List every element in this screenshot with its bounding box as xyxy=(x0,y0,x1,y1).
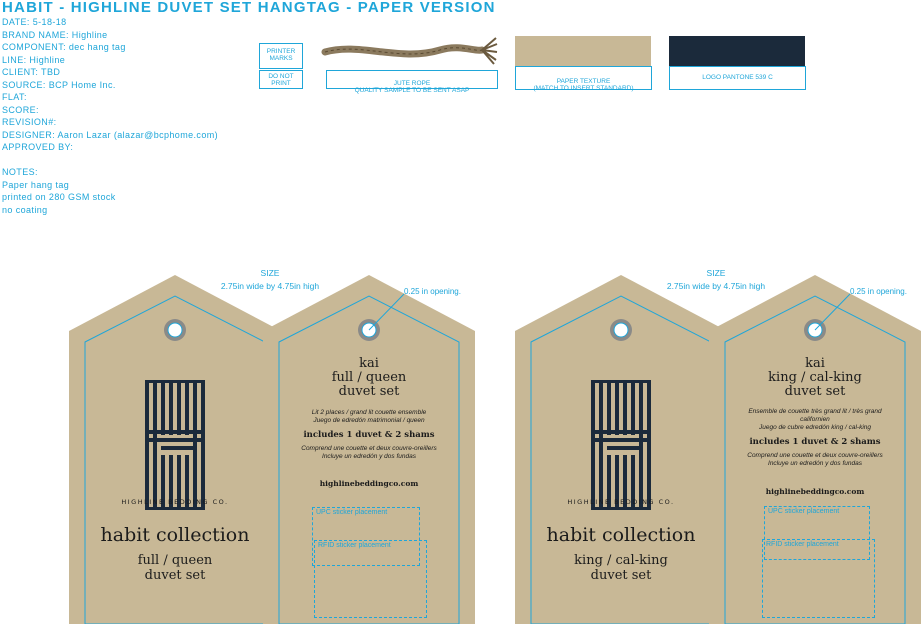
upc-sticker-area: UPC sticker placement xyxy=(764,506,870,560)
paper-texture-box: PAPER TEXTURE (MATCH TO INSERT STANDARD) xyxy=(515,66,652,92)
spec-client: CLIENT: TBD xyxy=(2,67,61,77)
upc-sticker-area: UPC sticker placement xyxy=(312,507,420,566)
upc-label: UPC sticker placement xyxy=(768,508,840,515)
spec-approved: APPROVED BY: xyxy=(2,142,74,152)
rfid-sticker-area: RFID sticker placement xyxy=(762,539,875,618)
opening-label-left: 0.25 in opening. xyxy=(404,287,461,296)
size-title: SIZE xyxy=(706,268,726,278)
size-desc: 2.75in wide by 4.75in high xyxy=(220,281,320,291)
spec-component: COMPONENT: dec hang tag xyxy=(2,42,126,52)
spec-flat: FLAT: xyxy=(2,92,27,102)
note-item: Paper hang tag xyxy=(2,179,70,190)
logo-pantone-box: LOGO PANTONE 539 C xyxy=(669,66,806,90)
spanish-description: Juego de edredón matrimonial / queen xyxy=(313,417,425,424)
page-title: HABIT - HIGHLINE DUVET SET HANGTAG - PAP… xyxy=(2,0,496,16)
product-size: king / cal-king xyxy=(768,370,862,385)
do-not-print-label: DO NOT PRINT xyxy=(268,73,294,87)
brand-wordmark: HIGHLINE BEDDING CO. xyxy=(121,498,229,506)
french-includes: Comprend une couette et deux couvre-orei… xyxy=(301,445,437,452)
size-desc: 2.75in wide by 4.75in high xyxy=(666,281,766,291)
website-url: highlinebeddingco.com xyxy=(319,479,419,488)
size-title: SIZE xyxy=(260,268,280,278)
printer-marks-label: PRINTER MARKS xyxy=(266,48,296,62)
spec-list: DATE: 5-18-18 BRAND NAME: Highline COMPO… xyxy=(2,16,218,216)
jute-rope-label: JUTE ROPE QUALITY SAMPLE TO BE SENT ASAP xyxy=(354,80,470,94)
paper-texture-swatch xyxy=(515,36,651,67)
french-includes: Comprend une couette et deux couvre-orei… xyxy=(747,452,883,459)
spanish-includes: Incluye un edredón y dos fundas xyxy=(322,453,416,460)
collection-name: habit collection xyxy=(100,524,250,546)
spec-date: DATE: 5-18-18 xyxy=(2,17,67,27)
french-description: Lit 2 places / grand lit couette ensembl… xyxy=(311,409,427,416)
front-type: duvet set xyxy=(590,568,652,583)
includes-line: includes 1 duvet & 2 shams xyxy=(303,430,435,440)
printer-marks-box: PRINTER MARKS xyxy=(259,43,303,69)
rfid-sticker-area: RFID sticker placement xyxy=(314,540,427,618)
brand-wordmark: HIGHLINE BEDDING CO. xyxy=(567,498,675,506)
front-type: duvet set xyxy=(144,568,206,583)
logo-pantone-label: LOGO PANTONE 539 C xyxy=(702,74,773,81)
french-description: Ensemble de couette très grand lit / trè… xyxy=(748,408,882,423)
website-url: highlinebeddingco.com xyxy=(765,487,865,496)
do-not-print-box: DO NOT PRINT xyxy=(259,70,303,89)
note-item: printed on 280 GSM stock xyxy=(2,192,116,202)
includes-line: includes 1 duvet & 2 shams xyxy=(749,437,881,447)
note-item: no coating xyxy=(2,204,48,215)
paper-texture-label: PAPER TEXTURE (MATCH TO INSERT STANDARD) xyxy=(533,78,634,92)
logo-pantone-swatch xyxy=(669,36,805,67)
spec-designer: DESIGNER: Aaron Lazar (alazar@bcphome.co… xyxy=(2,129,219,140)
product-name: kai xyxy=(805,356,825,371)
rfid-label: RFID sticker placement xyxy=(318,542,391,549)
jute-rope-image xyxy=(321,37,498,65)
upc-label: UPC sticker placement xyxy=(316,509,388,516)
spanish-includes: Incluye un edredón y dos fundas xyxy=(768,460,862,467)
product-size: full / queen xyxy=(331,370,407,385)
size-label-right: SIZE 2.75in wide by 4.75in high xyxy=(656,268,776,291)
front-size: full / queen xyxy=(137,553,213,568)
spec-source: SOURCE: BCP Home Inc. xyxy=(2,79,116,90)
front-size: king / cal-king xyxy=(574,553,668,568)
collection-name: habit collection xyxy=(546,524,696,546)
product-type: duvet set xyxy=(338,384,400,399)
product-name: kai xyxy=(359,356,379,371)
spec-score: SCORE: xyxy=(2,104,39,115)
size-label-left: SIZE 2.75in wide by 4.75in high xyxy=(210,268,330,291)
spec-brand: BRAND NAME: Highline xyxy=(2,29,108,40)
notes-heading: NOTES: xyxy=(2,167,38,177)
spec-revision: REVISION#: xyxy=(2,117,57,127)
opening-label-right: 0.25 in opening. xyxy=(850,287,907,296)
spec-line: LINE: Highline xyxy=(2,54,66,65)
rfid-label: RFID sticker placement xyxy=(766,541,839,548)
product-type: duvet set xyxy=(784,384,846,399)
jute-rope-box: JUTE ROPE QUALITY SAMPLE TO BE SENT ASAP xyxy=(326,70,498,94)
spanish-description: Juego de cubre edredón king / cal-king xyxy=(758,424,872,431)
